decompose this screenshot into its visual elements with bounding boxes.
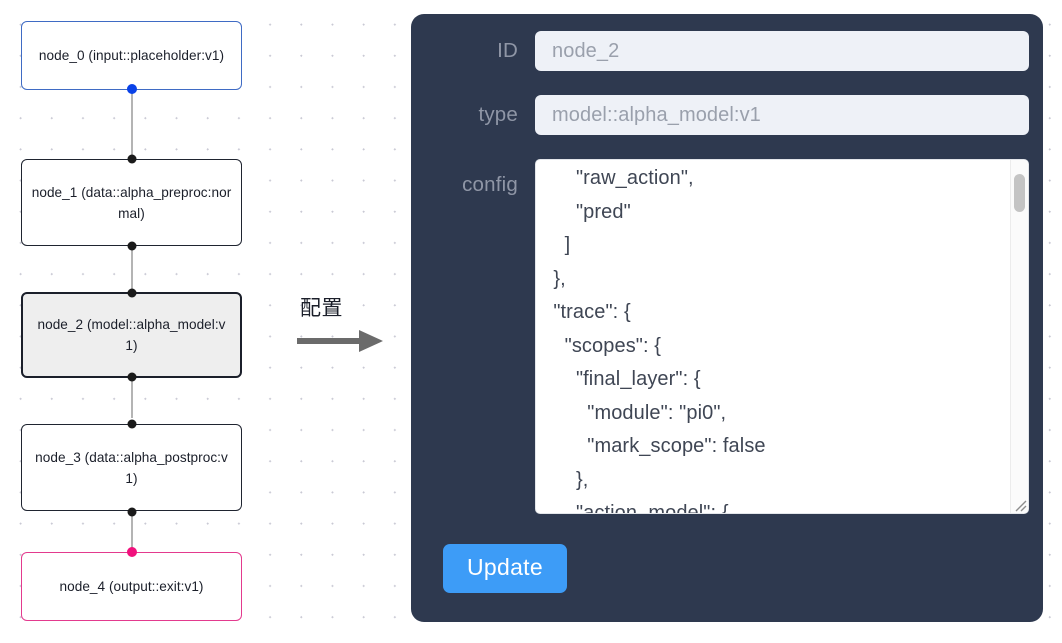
node_0-source-handle[interactable] — [126, 84, 137, 94]
node_3-target-handle[interactable] — [127, 419, 136, 429]
edge-node1-node2 — [131, 246, 133, 293]
node_2-source-handle[interactable] — [127, 372, 136, 382]
field-row-config: config "raw_action", "pred" ] }, "trace"… — [425, 159, 1029, 514]
right-arrow-icon — [297, 330, 383, 352]
edge-node0-node1 — [131, 89, 133, 159]
graph-node-label: node_0 (input::placeholder:v1) — [38, 48, 225, 63]
edge-node2-node3 — [131, 377, 133, 418]
graph-node-node_4[interactable]: node_4 (output::exit:v1) — [21, 552, 242, 621]
config-textarea[interactable]: "raw_action", "pred" ] }, "trace": { "sc… — [535, 159, 1029, 514]
id-field-label: ID — [497, 39, 518, 62]
type-field-label: type — [478, 103, 518, 126]
annotation-arrow-group: 配置 — [295, 296, 395, 358]
config-field-label: config — [462, 173, 518, 196]
graph-node-node_1[interactable]: node_1 (data::alpha_preproc:normal) — [21, 159, 242, 246]
graph-node-label: node_1 (data::alpha_preproc:normal) — [31, 184, 232, 221]
id-input[interactable] — [535, 31, 1029, 71]
update-button[interactable]: Update — [443, 544, 567, 593]
node_1-target-handle[interactable] — [127, 154, 136, 164]
scrollbar-thumb[interactable] — [1014, 174, 1025, 212]
node_1-source-handle[interactable] — [127, 241, 136, 251]
node-config-panel: ID type config "raw_action", "pred" ] },… — [411, 14, 1043, 622]
graph-node-label: node_2 (model::alpha_model:v1) — [37, 317, 226, 353]
field-row-id: ID — [425, 31, 1029, 71]
field-row-type: type — [425, 95, 1029, 135]
resize-grip-icon[interactable] — [1010, 495, 1027, 512]
graph-node-node_2[interactable]: node_2 (model::alpha_model:v1) — [21, 292, 242, 378]
node_3-source-handle[interactable] — [127, 507, 136, 517]
edge-node3-node4 — [131, 512, 133, 552]
config-textarea-scrollbar[interactable] — [1010, 160, 1028, 513]
config-textarea-content[interactable]: "raw_action", "pred" ] }, "trace": { "sc… — [553, 167, 766, 513]
graph-node-node_0[interactable]: node_0 (input::placeholder:v1) — [21, 21, 242, 90]
node_2-target-handle[interactable] — [127, 288, 136, 298]
graph-node-label: node_3 (data::alpha_postproc:v1) — [35, 449, 228, 486]
node_4-target-handle[interactable] — [126, 547, 137, 557]
graph-node-node_3[interactable]: node_3 (data::alpha_postproc:v1) — [21, 424, 242, 511]
type-input[interactable] — [535, 95, 1029, 135]
annotation-label: 配置 — [300, 297, 343, 320]
graph-node-label: node_4 (output::exit:v1) — [59, 579, 204, 594]
